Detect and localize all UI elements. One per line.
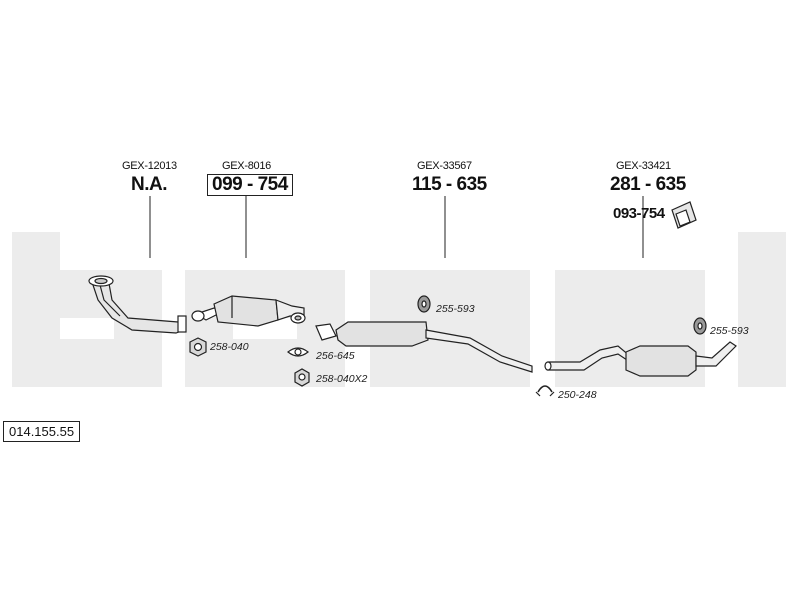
label-hanger-255-593-b: 255-593 [710, 325, 749, 337]
part-number-extra: 093-754 [613, 205, 665, 222]
rear-silencer [544, 341, 737, 377]
label-clamp-250-248: 250-248 [558, 389, 597, 401]
label-gasket-258-040: 258-040 [210, 341, 249, 353]
label-gasket-256-645: 256-645 [316, 350, 355, 362]
label-hanger-255-593-a: 255-593 [436, 303, 475, 315]
mounting-bracket-icon [671, 201, 697, 229]
catalytic-converter [191, 295, 306, 327]
part-number-1: N.A. [131, 174, 168, 195]
label-nut-258-040x2: 258-040X2 [316, 373, 368, 385]
clamp-icon [537, 385, 553, 393]
part-number-4: 281 - 635 [610, 174, 686, 195]
center-silencer [315, 321, 533, 373]
part-ref-1: GEX-12013 [122, 160, 177, 172]
part-ref-2: GEX-8016 [222, 160, 271, 172]
part-ref-3: GEX-33567 [417, 160, 472, 172]
catalog-number: 014.155.55 [3, 421, 81, 442]
part-number-2: 099 - 754 [207, 174, 293, 196]
part-ref-4: GEX-33421 [616, 160, 671, 172]
part-number-3: 115 - 635 [412, 174, 487, 195]
front-pipe [88, 275, 187, 334]
